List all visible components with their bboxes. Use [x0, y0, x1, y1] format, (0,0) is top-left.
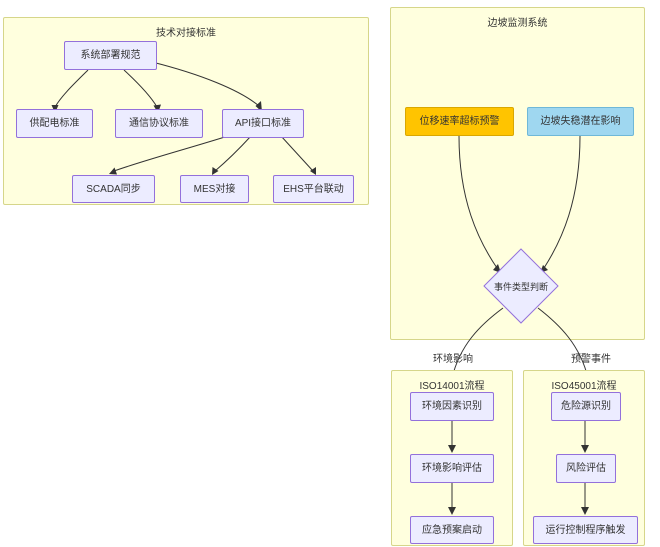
node-displacement-alert[interactable]: 位移速率超标预警 — [405, 107, 514, 136]
node-risk-eval-label: 风险评估 — [566, 463, 606, 474]
node-env-factor-label: 环境因素识别 — [422, 401, 482, 412]
edge-label-env-impact: 环境影响 — [433, 354, 473, 365]
node-mes-dock-label: MES对接 — [193, 183, 236, 195]
node-event-type-decision[interactable]: 事件类型判断 — [483, 248, 559, 324]
node-env-impact-eval[interactable]: 环境影响评估 — [410, 454, 494, 483]
node-emergency-plan[interactable]: 应急预案启动 — [410, 516, 494, 544]
node-deploy-spec-label: 系统部署规范 — [80, 50, 141, 61]
node-power-standard-label: 供配电标准 — [29, 118, 80, 129]
node-slope-instability[interactable]: 边坡失稳潜在影响 — [527, 107, 634, 136]
cluster-slope-monitor-title: 边坡监测系统 — [487, 18, 548, 29]
node-protocol-standard[interactable]: 通信协议标准 — [115, 109, 203, 138]
node-displacement-alert-label: 位移速率超标预警 — [419, 116, 500, 127]
cluster-tech-standard-title: 技术对接标准 — [156, 28, 216, 39]
node-emergency-plan-label: 应急预案启动 — [422, 524, 482, 536]
node-api-standard[interactable]: API接口标准 — [222, 109, 304, 138]
node-api-standard-label: API接口标准 — [234, 118, 292, 129]
node-hazard-source-label: 危险源识别 — [561, 401, 611, 412]
cluster-iso45001-title: ISO45001流程 — [551, 381, 617, 392]
node-mes-dock[interactable]: MES对接 — [180, 175, 249, 203]
node-risk-eval[interactable]: 风险评估 — [556, 454, 616, 483]
node-power-standard[interactable]: 供配电标准 — [16, 109, 93, 138]
node-deploy-spec[interactable]: 系统部署规范 — [64, 41, 157, 70]
cluster-iso14001-title: ISO14001流程 — [419, 381, 485, 392]
node-env-factor[interactable]: 环境因素识别 — [410, 392, 494, 421]
node-scada-sync[interactable]: SCADA同步 — [72, 175, 155, 203]
node-hazard-source[interactable]: 危险源识别 — [551, 392, 621, 421]
node-scada-sync-label: SCADA同步 — [86, 183, 141, 195]
node-ehs-link[interactable]: EHS平台联动 — [273, 175, 354, 203]
node-control-trigger[interactable]: 运行控制程序触发 — [533, 516, 638, 544]
node-event-type-decision-label: 事件类型判断 — [493, 281, 548, 292]
node-env-impact-eval-label: 环境影响评估 — [422, 463, 482, 474]
node-control-trigger-label: 运行控制程序触发 — [545, 524, 626, 536]
diamond-shape — [483, 248, 559, 324]
edge-label-alert-event: 预警事件 — [571, 354, 611, 365]
node-ehs-link-label: EHS平台联动 — [283, 183, 344, 195]
node-protocol-standard-label: 通信协议标准 — [129, 118, 189, 129]
node-slope-instability-label: 边坡失稳潜在影响 — [540, 116, 621, 127]
